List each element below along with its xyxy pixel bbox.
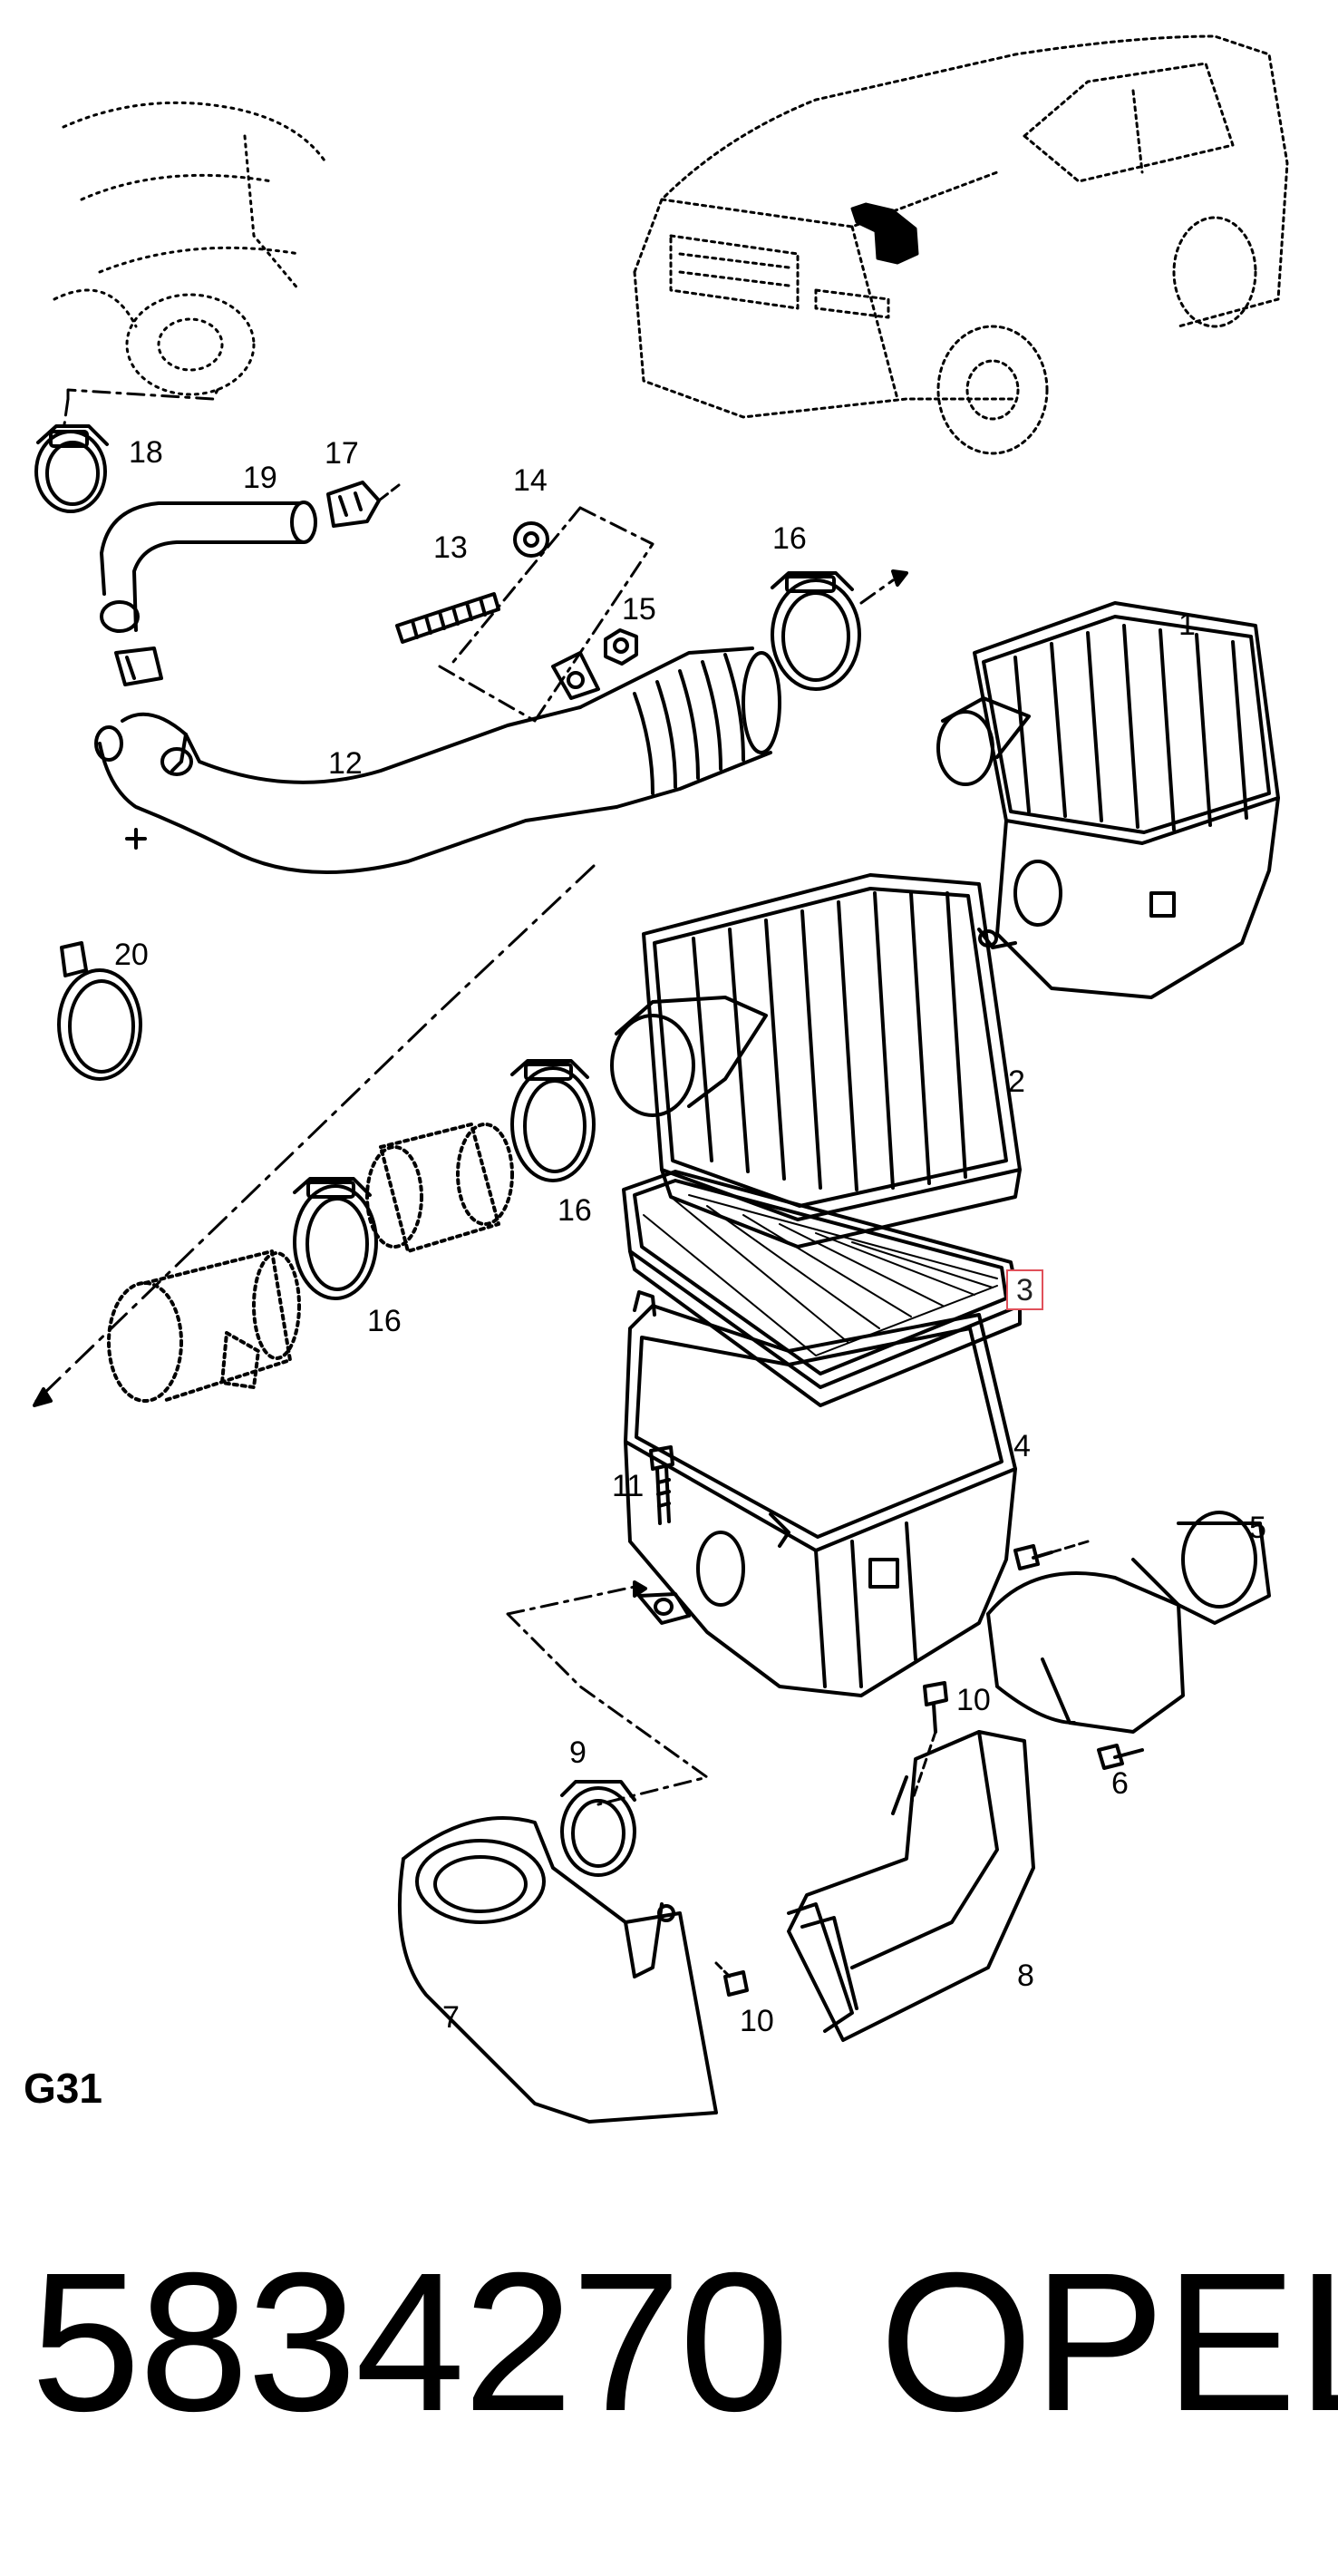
callout-11: 11 [612, 1469, 645, 1503]
hose-clamp-16-lower [293, 1177, 378, 1300]
diagram-code: G31 [24, 2065, 102, 2112]
air-cleaner-assembly-1 [936, 601, 1280, 999]
callout-20: 20 [114, 938, 149, 972]
hose-clamp-9 [560, 1780, 636, 1877]
filter-element-3 [622, 1170, 1022, 1407]
screw-near-5-leader [1050, 1540, 1090, 1554]
callout-9: 9 [569, 1735, 587, 1770]
arrow-head-top [891, 569, 908, 587]
callout-2: 2 [1008, 1064, 1025, 1099]
callout-10-upper: 10 [956, 1683, 991, 1717]
callout-3-highlighted[interactable]: 3 [1006, 1269, 1043, 1310]
clip-17-leader [377, 483, 401, 502]
screw-10-leader [909, 1730, 937, 1806]
callout-6: 6 [1111, 1766, 1129, 1801]
stud-13 [395, 592, 500, 644]
band-clamp-20 [57, 941, 142, 1081]
brand-name: OPEL [879, 2232, 1338, 2453]
lower-duct-8 [787, 1730, 1035, 2042]
washer-14 [513, 521, 549, 558]
vehicle-location-sketch [633, 34, 1289, 455]
intake-duct-5 [986, 1511, 1271, 1734]
callout-10-lower: 10 [740, 2004, 774, 2038]
screw-6 [1097, 1744, 1144, 1770]
rubber-coupler [365, 1123, 514, 1253]
assembly-bracket-13-15 [438, 506, 654, 723]
hose-clamp-18 [34, 424, 109, 513]
callout-16-lower: 16 [367, 1304, 402, 1338]
resonator-7 [397, 1816, 718, 2124]
clamp-16-arrow-line [859, 578, 895, 605]
intake-pipe-12 [94, 705, 618, 874]
lower-housing-4 [624, 1290, 1017, 1697]
inset-bracket [66, 388, 219, 401]
hose-19 [100, 501, 317, 633]
callout-16-top: 16 [772, 521, 807, 556]
screw-near-5 [1013, 1544, 1053, 1570]
callout-13: 13 [433, 530, 468, 565]
screw-10-lower [714, 1961, 749, 1997]
callout-1: 1 [1178, 608, 1196, 642]
callout-4: 4 [1013, 1429, 1031, 1463]
callout-16-mid: 16 [558, 1193, 592, 1228]
bolt-11 [649, 1445, 674, 1525]
assembly-bracket-4-9 [506, 1585, 709, 1806]
air-flow-meter [107, 1249, 301, 1403]
hose-clamp-16-mid [510, 1059, 596, 1182]
callout-12: 12 [328, 746, 363, 781]
arrow-head-left [33, 1387, 53, 1407]
callout-5: 5 [1249, 1511, 1266, 1545]
callout-7: 7 [442, 2000, 460, 2035]
engine-inset-sketch [53, 101, 328, 396]
screw-10-upper [923, 1681, 948, 1734]
part-number: 5834270 [31, 2232, 790, 2453]
callout-17: 17 [325, 436, 359, 471]
filter-cover-2 [610, 873, 1022, 1249]
nut-15 [604, 628, 638, 666]
assembly-axis-line [34, 864, 596, 1403]
clip-17 [326, 481, 401, 528]
hose-clamp-16-top [771, 571, 861, 691]
callout-8: 8 [1017, 1959, 1034, 1993]
bellows-section [551, 646, 781, 809]
callout-18: 18 [129, 435, 163, 470]
callout-19: 19 [243, 461, 277, 495]
small-clip [114, 646, 163, 686]
arrow-head-4 [633, 1580, 647, 1598]
vehicle-airbox-location [850, 202, 919, 265]
callout-15: 15 [622, 592, 656, 627]
callout-14: 14 [513, 463, 548, 498]
